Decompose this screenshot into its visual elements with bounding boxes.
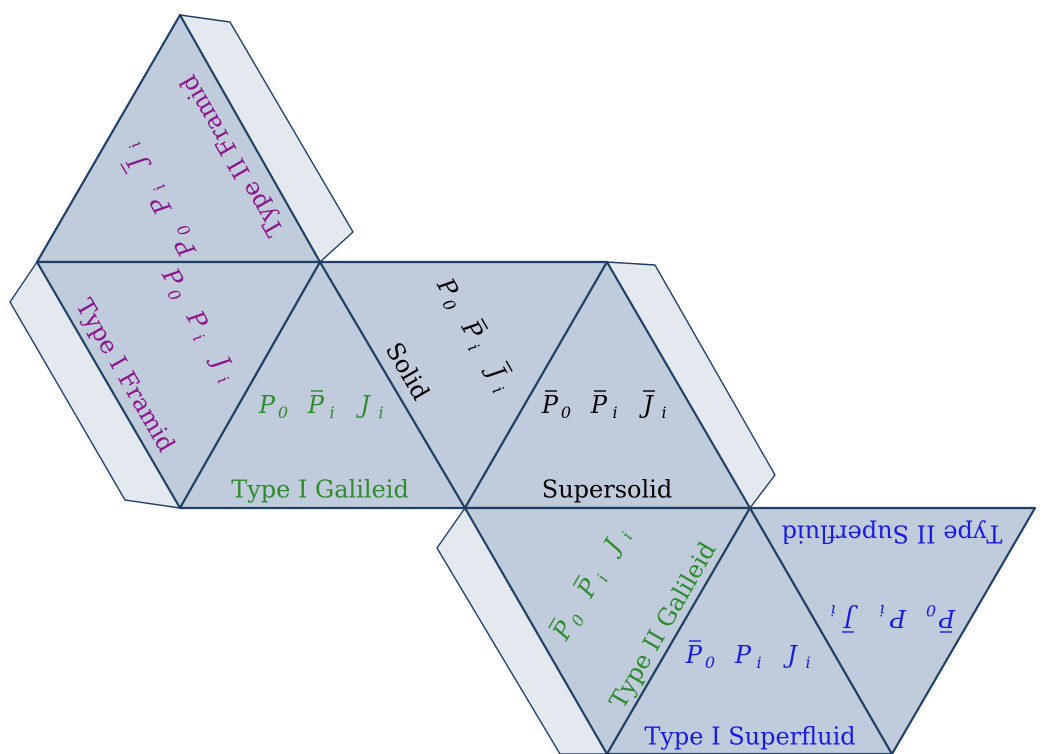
label-type1-superfluid: Type I Superfluid	[644, 723, 855, 751]
generator-subscript: i	[879, 601, 884, 620]
generator-p0-bar: P	[938, 604, 956, 632]
generator-subscript: i	[329, 403, 334, 422]
label-type1-galileid: Type I Galileid	[231, 476, 409, 504]
generator-p0-bar: P	[685, 641, 703, 669]
generator-subscript: i	[661, 403, 666, 422]
generator-subscript: 0	[278, 403, 288, 422]
label-supersolid: Supersolid	[542, 476, 672, 504]
generator-pi-bar: P	[307, 391, 325, 419]
generator-p0: P	[258, 391, 276, 419]
generator-pi: P	[734, 641, 752, 669]
generator-overbar	[548, 617, 556, 629]
faces	[35, 13, 1037, 754]
generator-subscript: 0	[926, 601, 936, 620]
generator-subscript: i	[830, 601, 835, 620]
generator-subscript: i	[612, 403, 617, 422]
generator-subscript: 0	[705, 653, 715, 672]
label-type2-superfluid: Type II Superfluid	[782, 520, 1003, 548]
generator-overbar	[572, 574, 580, 586]
generator-overbar	[120, 163, 128, 175]
generator-overbar	[481, 318, 489, 330]
face-type2-superfluid	[748, 506, 1037, 754]
generator-subscript: 0	[561, 403, 571, 422]
generator-p0-bar: P	[541, 391, 559, 419]
generator-subscript: i	[805, 653, 810, 672]
generator-overbar	[505, 360, 513, 372]
generator-subscript: i	[756, 653, 761, 672]
generator-subscript: i	[378, 403, 383, 422]
generator-pi: P	[889, 604, 907, 632]
generator-pi-bar: P	[590, 391, 608, 419]
